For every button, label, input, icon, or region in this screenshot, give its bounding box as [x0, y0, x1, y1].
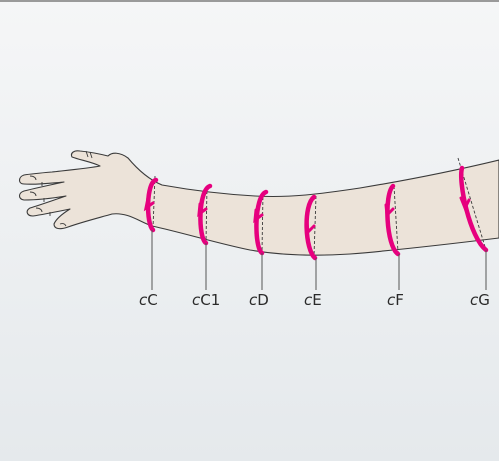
- measurement-label-cE: cE: [304, 291, 322, 309]
- label-prefix: c: [192, 291, 200, 309]
- label-code: D: [257, 291, 269, 309]
- label-prefix: c: [470, 291, 478, 309]
- label-prefix: c: [139, 291, 147, 309]
- measurement-label-cG: cG: [470, 291, 490, 309]
- label-prefix: c: [249, 291, 257, 309]
- measurement-label-cF: cF: [387, 291, 404, 309]
- label-code: F: [395, 291, 404, 309]
- measurement-label-cD: cD: [249, 291, 269, 309]
- label-code: C: [147, 291, 157, 309]
- label-code: C1: [200, 291, 220, 309]
- label-prefix: c: [304, 291, 312, 309]
- label-prefix: c: [387, 291, 395, 309]
- label-code: G: [478, 291, 490, 309]
- measurement-label-cC: cC: [139, 291, 158, 309]
- label-code: E: [312, 291, 321, 309]
- measurement-label-cC1: cC1: [192, 291, 220, 309]
